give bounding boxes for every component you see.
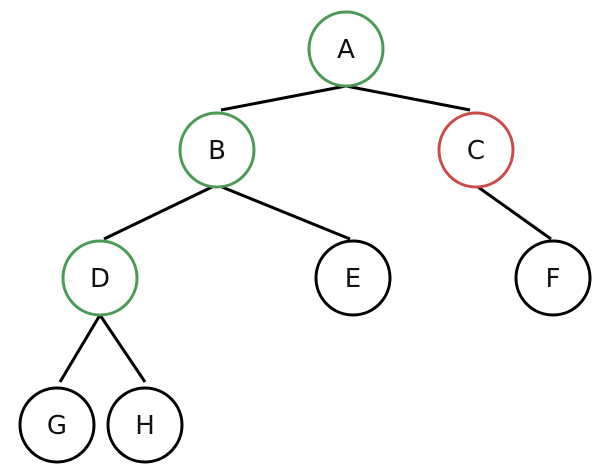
- edge-c-f: [477, 185, 552, 241]
- node-f: F: [514, 239, 592, 317]
- node-g: G: [18, 386, 96, 464]
- edge-d-g: [58, 314, 102, 383]
- edge-layer: [58, 84, 552, 383]
- node-layer: A B C D E F G H: [18, 10, 592, 464]
- node-label-g: G: [47, 411, 67, 441]
- edge-b-d: [103, 185, 213, 241]
- node-e: E: [314, 239, 392, 317]
- node-circle-a: [307, 10, 385, 88]
- node-circle-c: [437, 111, 515, 189]
- node-a: A: [307, 10, 385, 88]
- node-circle-e: [314, 239, 392, 317]
- node-circle-b: [178, 111, 256, 189]
- node-b: B: [178, 111, 256, 189]
- node-circle-d: [61, 239, 139, 317]
- node-label-h: H: [135, 411, 155, 441]
- node-label-f: F: [546, 264, 561, 294]
- node-label-b: B: [208, 136, 226, 166]
- node-circle-f: [514, 239, 592, 317]
- edge-d-h: [98, 314, 147, 383]
- edge-a-b: [220, 84, 347, 112]
- node-label-e: E: [345, 264, 361, 294]
- node-d: D: [61, 239, 139, 317]
- node-circle-h: [106, 386, 184, 464]
- edge-b-e: [221, 185, 351, 241]
- node-label-a: A: [337, 35, 355, 65]
- node-h: H: [106, 386, 184, 464]
- node-circle-g: [18, 386, 96, 464]
- node-label-c: C: [467, 136, 485, 166]
- edge-a-c: [345, 84, 471, 112]
- node-c: C: [437, 111, 515, 189]
- node-label-d: D: [90, 264, 110, 294]
